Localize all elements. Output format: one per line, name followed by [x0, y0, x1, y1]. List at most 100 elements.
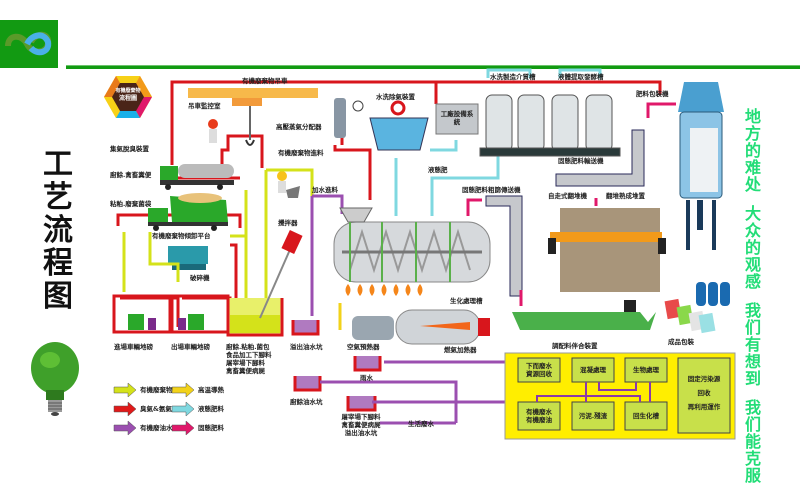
legend-high-temp: 高温導熱 — [198, 386, 224, 394]
label-overflow-pit: 溢出油水坑 — [290, 343, 323, 351]
badge-text: 有機廢棄物 流程圖 — [112, 88, 144, 102]
oily-water-lines — [310, 194, 512, 425]
infinity-leaf-icon — [5, 31, 52, 56]
legend-arrows — [113, 382, 195, 436]
label-water-wash-tanks: 水洗製造介質槽 — [490, 73, 536, 81]
pits — [112, 294, 382, 412]
box-text: 資源回收 — [526, 370, 552, 378]
label-crusher: 破碎機 — [190, 274, 210, 282]
treatment-sludge: 污泥.殘渣 — [578, 412, 608, 420]
liquid-fertilizer-lines — [394, 68, 602, 216]
label-rain: 雨水 — [360, 374, 373, 382]
label-liquid-extract-tanks: 液體提取發酵槽 — [558, 73, 604, 81]
label-bio-tank: 生化處理槽 — [450, 297, 483, 305]
legend-organic-waste: 有機廢棄物 — [140, 386, 173, 394]
box-text: 有機廢水 — [526, 408, 552, 416]
label-oil-feed: 加水進料 — [312, 186, 338, 194]
treatment-bio: 生物處理 — [633, 366, 659, 374]
treatment-coagulation: 混凝處理 — [580, 366, 606, 374]
legend-solid-fertilizer: 固態肥料 — [198, 424, 224, 432]
pit-mix-line: 廚餘.粘粕.菌包 — [226, 343, 270, 351]
box-text: 固定污染源 — [687, 375, 721, 383]
factory-equipment-icon — [435, 103, 479, 135]
slogan-line: 地方的难处 — [744, 107, 761, 194]
legend-liquid-fertilizer: 液態肥料 — [198, 405, 224, 413]
dump-truck-icon — [148, 193, 228, 231]
box-coagulation — [571, 357, 615, 383]
pit-mix-line: 禽畜糞便病屍 — [226, 367, 265, 375]
badge-line1: 有機廢棄物 — [115, 88, 141, 94]
label-finished-pack: 成品包裝 — [668, 338, 694, 346]
mixing-device-icon — [512, 300, 656, 330]
steam-distributor-icon — [334, 98, 346, 138]
label-factory-equipment: 工廠設備系統 — [440, 110, 474, 126]
air-preheater-icon — [352, 316, 394, 340]
box-text: 再利用運作 — [687, 403, 721, 411]
label-pit-mix: 廚餘.粘粕.菌包 食品加工下腳料 屠宰場下腳料 禽畜糞便病屍 — [226, 343, 272, 375]
slaughter-pit-line: 屠宰場下腳料 — [341, 413, 381, 421]
label-self-turner: 自走式翻堆機 — [548, 192, 587, 200]
label-liquid-fertilizer: 液態肥 — [428, 166, 448, 174]
legend-odor: 臭氣&氨氣 — [140, 405, 172, 413]
box-sewer-recovery — [517, 357, 561, 383]
label-stirrer: 攪拌器 — [278, 219, 298, 227]
packing-silo-icon — [678, 82, 724, 250]
label-collect-deodor: 集氣脫臭裝置 — [110, 145, 149, 153]
treatment-organic-wastewater: 有機廢水 有機廢油 — [518, 408, 560, 424]
fermentation-tanks-icon — [479, 94, 621, 157]
badge-hexagon-icon — [104, 76, 152, 118]
treatment-sewer-recovery: 下而廢水 資源回收 — [518, 362, 560, 378]
crane-beam — [188, 88, 318, 98]
label-out-scale: 出場車輛地磅 — [171, 343, 210, 351]
label-air-preheater: 空氣預熱器 — [347, 343, 380, 351]
green-bulb-icon — [28, 338, 82, 418]
turner-icon — [550, 232, 662, 242]
treatment-solid-recovery: 固定污染源 回收 再利用運作 — [678, 372, 730, 414]
label-solid-screen-conveyor: 固態肥料粗篩傳送機 — [462, 186, 521, 194]
flame-icons — [345, 284, 423, 296]
label-mixing-device: 調配料伴合裝置 — [552, 342, 598, 350]
slogan-line: 大众的观感 — [744, 204, 761, 291]
tanker-truck-icon — [160, 164, 234, 190]
label-unload-platform: 有機廢棄物傾卸平台 — [152, 232, 211, 240]
page-title: 工艺流程图 — [43, 147, 73, 314]
label-dregs: 粘粕.廢棄菌袋 — [110, 200, 152, 208]
label-compost: 翻堆熟成堆置 — [606, 192, 645, 200]
pit-mix-line: 食品加工下腳料 — [226, 351, 272, 359]
pit-mix-line: 屠宰場下腳料 — [226, 359, 265, 367]
label-crane-control: 吊車監控室 — [188, 102, 221, 110]
water-wash-icon — [369, 117, 429, 151]
slaughter-pit-line: 溢出油水坑 — [344, 429, 378, 437]
legend-oily-water: 有機廢油水 — [140, 424, 173, 432]
label-crane: 有機廢棄物吊車 — [242, 77, 288, 85]
box-bio-treatment — [624, 357, 668, 383]
worker-icon — [208, 119, 218, 129]
crusher-icon — [168, 246, 208, 264]
label-solid-conveyor: 固態肥料輸送機 — [558, 157, 604, 165]
slogan-line: 我们有想到 — [744, 301, 761, 388]
box-solid-recovery — [677, 357, 731, 434]
label-steam-distributor: 高壓蒸氣分配器 — [276, 123, 322, 131]
box-sludge — [571, 401, 615, 431]
compost-pile-icon — [560, 208, 660, 292]
badge-line2: 流程圖 — [118, 95, 137, 102]
treatment-flow-lines — [536, 382, 651, 402]
bio-tank-icon — [333, 207, 491, 283]
box-text: 回收 — [697, 389, 711, 397]
box-organic-wastewater — [517, 401, 561, 431]
label-kitchen-waste: 廚餘.禽畜糞便 — [110, 171, 152, 179]
box-digester — [624, 401, 668, 431]
label-feed: 有機廢棄物進料 — [278, 149, 324, 157]
label-slaughter-pit: 屠宰場下腳料 禽畜糞便病屍 溢出油水坑 — [338, 413, 384, 437]
label-kitchen-pit: 廚餘油水坑 — [290, 398, 323, 406]
slaughter-pit-line: 禽畜糞便病屍 — [341, 421, 381, 429]
finished-products-icon — [664, 282, 730, 334]
header-divider — [66, 65, 800, 69]
box-text: 下而廢水 — [526, 362, 552, 370]
logo — [0, 20, 58, 68]
treatment-digester: 回生化槽 — [633, 412, 659, 420]
label-in-scale: 進場車輛地磅 — [114, 343, 153, 351]
box-text: 有機廢油 — [526, 416, 552, 424]
solid-fertilizer-lines — [466, 102, 676, 306]
label-water-wash: 水洗除氣裝置 — [376, 93, 415, 101]
